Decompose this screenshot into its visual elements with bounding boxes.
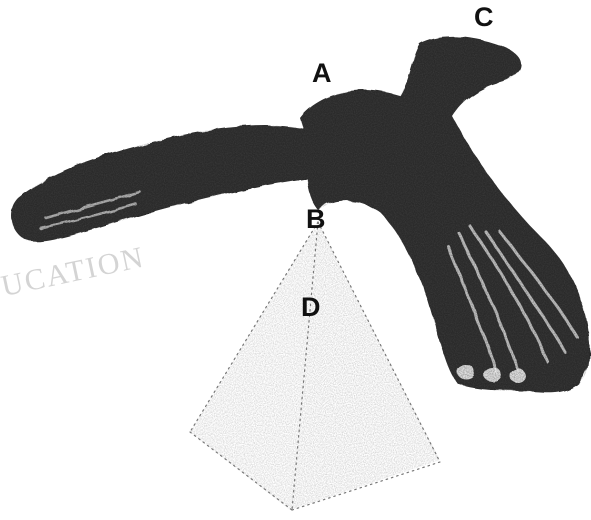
watermark-text: UCATION: [0, 240, 148, 303]
label-b: B: [306, 204, 326, 234]
pyramid-stand: [190, 222, 440, 510]
label-c: C: [474, 2, 494, 32]
label-d: D: [301, 292, 321, 322]
label-a: A: [312, 58, 332, 88]
